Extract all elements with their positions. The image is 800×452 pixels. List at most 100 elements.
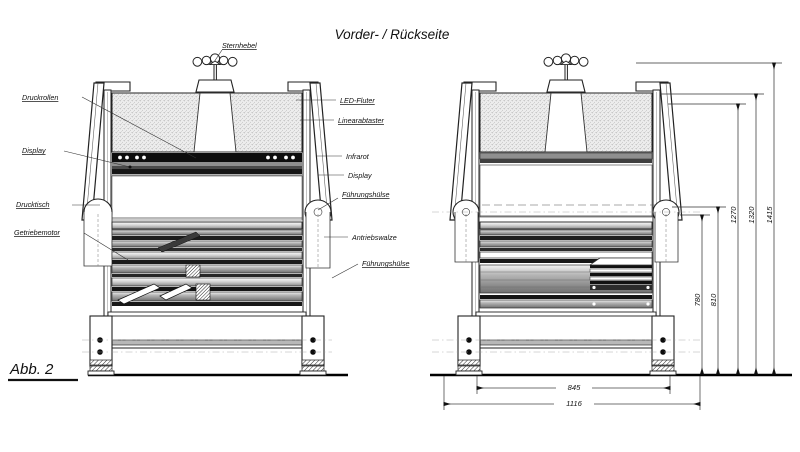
- upper-beam-rear: [479, 152, 653, 160]
- roller: [111, 240, 303, 248]
- dim-1270: 1270: [729, 103, 741, 375]
- roller: [480, 295, 652, 299]
- bolt-dot-icon: [660, 349, 666, 355]
- roller: [111, 229, 303, 236]
- bolt-dot-icon: [310, 349, 316, 355]
- roller: [480, 259, 652, 263]
- lower-rail: [107, 311, 307, 317]
- guide-plate: [117, 283, 161, 305]
- dim-value: 1415: [765, 206, 774, 224]
- roller: [111, 251, 303, 260]
- drawing-title: Vorder- / Rückseite: [335, 27, 450, 42]
- callout-label: Drucktisch: [16, 200, 50, 209]
- callout-led-fluter: LED-Fluter: [296, 96, 375, 105]
- vertical-dimensions: 780 810 1270 1320 1415: [636, 62, 782, 375]
- print-table-window: [111, 175, 303, 221]
- callout-sternhebel: Sternhebel: [213, 41, 257, 63]
- dim-value: 1270: [729, 206, 738, 224]
- callout-label: Infrarot: [346, 152, 370, 161]
- horizontal-dimensions: 845 1116: [443, 376, 701, 410]
- feed-chute-rear: [544, 92, 588, 153]
- roller: [111, 221, 303, 230]
- dim-value: 780: [693, 293, 702, 306]
- bolt-dot-icon: [310, 337, 316, 343]
- callout-fuehrungshuelse-top: Führungshülse: [317, 190, 390, 211]
- led-dot-icon: [118, 155, 295, 160]
- figure-label-group: Abb. 2: [8, 361, 78, 382]
- bearing-hub-left-rear: [452, 199, 480, 263]
- dim-1116: 1116: [443, 397, 701, 409]
- rear-view: [432, 53, 700, 376]
- guide-block: [185, 264, 201, 278]
- led-bar: [112, 153, 302, 162]
- callout-label: Getriebemotor: [14, 228, 61, 237]
- bearing-hub-right: [304, 199, 332, 269]
- roller: [479, 229, 653, 236]
- rear-panel: [479, 164, 653, 218]
- roller: [479, 251, 653, 259]
- base-leg-right: [299, 315, 327, 376]
- callout-drucktisch: Drucktisch: [16, 200, 100, 209]
- roller-stack-rear: [479, 221, 653, 309]
- fine-roller-group: [588, 257, 653, 290]
- callout-fuehrungshuelse-bottom: Führungshülse: [331, 259, 410, 279]
- roller: [480, 248, 652, 251]
- callout-label: Führungshülse: [342, 190, 390, 199]
- star-handle-icon-rear: [543, 53, 589, 80]
- roller-stack: [111, 221, 303, 306]
- callout-linearabtaster: Linearabtaster: [300, 116, 385, 125]
- callout-antriebswalze: Antriebswalze: [324, 233, 397, 242]
- roller: [112, 274, 302, 277]
- lower-rail-rear: [475, 311, 657, 317]
- roller: [111, 264, 303, 274]
- callout-label: Sternhebel: [222, 41, 257, 50]
- bolt-dot-icon: [660, 337, 666, 343]
- roller: [479, 240, 653, 248]
- callout-label: LED-Fluter: [340, 96, 375, 105]
- dim-845: 845: [476, 381, 671, 393]
- feed-chute: [193, 92, 237, 153]
- bolt-dot-icon: [466, 349, 472, 355]
- callout-getriebemotor: Getriebemotor: [14, 228, 129, 261]
- dim-value: 1116: [566, 399, 583, 408]
- roller: [112, 260, 302, 264]
- base-leg-right-rear: [649, 315, 677, 376]
- dim-value: 810: [709, 293, 718, 306]
- base-leg-left-rear: [455, 315, 483, 376]
- callout-display-right: Display: [318, 171, 372, 180]
- bearing-hub-right-rear: [652, 199, 680, 263]
- dim-810: 810: [709, 206, 721, 375]
- callout-label: Linearabtaster: [338, 116, 385, 125]
- roller: [112, 248, 302, 251]
- guide-block: [195, 283, 211, 301]
- dim-1320: 1320: [747, 93, 759, 375]
- cross-beam-rear: [479, 339, 653, 346]
- dim-780: 780: [693, 214, 705, 375]
- callout-infrarot: Infrarot: [316, 152, 370, 161]
- roller: [112, 236, 302, 240]
- callouts-group: Sternhebel Druckrollen Display Drucktisc…: [14, 41, 410, 279]
- callout-label: Display: [348, 171, 372, 180]
- dim-value: 1320: [747, 206, 756, 224]
- callout-label: Antriebswalze: [351, 233, 397, 242]
- front-view: [81, 53, 333, 376]
- roller: [112, 302, 302, 306]
- callout-label: Display: [22, 146, 46, 155]
- guide-plate: [159, 283, 193, 301]
- top-cap-block-rear: [546, 79, 586, 93]
- bearing-hub-left: [83, 198, 113, 267]
- bolt-dot-icon: [466, 337, 472, 343]
- sensor-bar: [112, 153, 302, 176]
- cross-beam: [111, 339, 303, 346]
- callout-label: Führungshülse: [362, 259, 410, 268]
- upper-beam-dark-rear: [480, 159, 652, 163]
- top-cap-block: [195, 79, 235, 93]
- dim-value: 845: [568, 383, 581, 392]
- callout-druckrollen: Druckrollen: [22, 93, 197, 159]
- base-leg-left: [87, 315, 115, 376]
- roller: [480, 236, 652, 240]
- roller: [479, 221, 653, 230]
- dim-1415: 1415: [765, 62, 777, 375]
